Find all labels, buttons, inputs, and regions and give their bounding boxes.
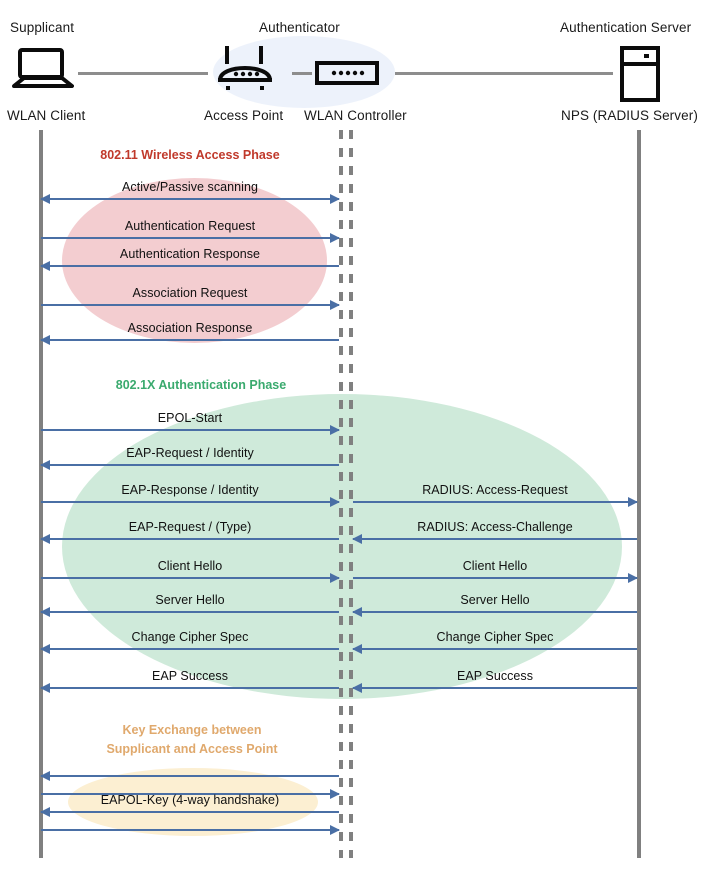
arrowhead-right-icon — [628, 497, 638, 507]
actor-role-authentication-server: Authentication Server — [560, 20, 692, 35]
link-controller-to-server — [395, 72, 613, 75]
arrowhead-left-icon — [352, 607, 362, 617]
phase-blob-key-exchange — [68, 768, 318, 836]
message-label: RADIUS: Access-Request — [422, 483, 568, 497]
arrowhead-left-icon — [40, 335, 50, 345]
arrowhead-left-icon — [40, 261, 50, 271]
message-line — [41, 687, 339, 689]
lifeline-supplicant — [39, 130, 43, 858]
message-line — [41, 339, 339, 341]
arrowhead-right-icon — [330, 573, 340, 583]
message-label: Association Response — [127, 321, 253, 335]
message-label: EAP-Request / Identity — [126, 446, 254, 460]
message-line — [41, 829, 339, 831]
message-line — [41, 793, 339, 795]
lifeline-authenticator-left — [339, 130, 343, 858]
link-ap-to-controller — [292, 72, 312, 75]
message-label: EAP-Response / Identity — [121, 483, 259, 497]
message-line — [41, 811, 339, 813]
message-line — [41, 265, 339, 267]
arrowhead-left-icon — [40, 607, 50, 617]
arrowhead-right-icon — [330, 194, 340, 204]
actor-device-wlan-client: WLAN Client — [7, 108, 86, 123]
message-label: Active/Passive scanning — [122, 180, 258, 194]
message-line — [41, 538, 339, 540]
message-line — [353, 501, 637, 503]
message-line — [41, 501, 339, 503]
arrowhead-right-icon — [330, 425, 340, 435]
message-line — [41, 304, 339, 306]
message-line — [353, 538, 637, 540]
arrowhead-right-icon — [330, 233, 340, 243]
arrowhead-left-icon — [40, 534, 50, 544]
actor-role-authenticator: Authenticator — [259, 20, 340, 35]
arrowhead-left-icon — [40, 194, 50, 204]
arrowhead-right-icon — [330, 825, 340, 835]
message-line — [353, 611, 637, 613]
message-label: RADIUS: Access-Challenge — [417, 520, 573, 534]
arrowhead-left-icon — [352, 683, 362, 693]
arrowhead-right-icon — [330, 789, 340, 799]
phase-blob-wireless-access — [62, 178, 327, 343]
message-line — [41, 237, 339, 239]
arrowhead-left-icon — [352, 644, 362, 654]
phase-caption-dot1x: 802.1X Authentication Phase — [115, 378, 287, 392]
arrowhead-left-icon — [40, 644, 50, 654]
message-line — [41, 429, 339, 431]
message-label: EAP Success — [456, 669, 534, 683]
laptop-icon — [12, 48, 74, 97]
message-line — [353, 687, 637, 689]
actor-device-nps-radius: NPS (RADIUS Server) — [561, 108, 698, 123]
message-line — [353, 577, 637, 579]
arrowhead-left-icon — [40, 683, 50, 693]
arrowhead-right-icon — [330, 300, 340, 310]
arrowhead-left-icon — [40, 807, 50, 817]
message-label: Client Hello — [157, 559, 223, 573]
message-line — [41, 464, 339, 466]
lifeline-auth-server — [637, 130, 641, 858]
link-client-to-ap — [78, 72, 208, 75]
wlan-controller-icon — [315, 60, 379, 91]
message-label: Change Cipher Spec — [131, 630, 249, 644]
message-label: EAPOL-Key (4-way handshake) — [100, 793, 280, 807]
message-line — [41, 648, 339, 650]
arrowhead-left-icon — [352, 534, 362, 544]
message-line — [41, 775, 339, 777]
arrowhead-right-icon — [628, 573, 638, 583]
message-label: EAP Success — [151, 669, 229, 683]
server-icon — [619, 46, 661, 107]
message-label: EPOL-Start — [157, 411, 223, 425]
message-label: Association Request — [132, 286, 248, 300]
arrowhead-right-icon — [330, 497, 340, 507]
message-label: Client Hello — [462, 559, 528, 573]
message-label: Server Hello — [460, 593, 530, 607]
lifeline-authenticator-right — [349, 130, 353, 858]
actor-role-supplicant: Supplicant — [10, 20, 75, 35]
message-label: Authentication Request — [124, 219, 256, 233]
message-line — [41, 611, 339, 613]
message-line — [41, 577, 339, 579]
message-label: Authentication Response — [119, 247, 261, 261]
message-label: Server Hello — [155, 593, 225, 607]
message-line — [41, 198, 339, 200]
message-label: Change Cipher Spec — [436, 630, 554, 644]
message-label: EAP-Request / (Type) — [128, 520, 252, 534]
arrowhead-left-icon — [40, 771, 50, 781]
phase-caption-key-exchange: Key Exchange between Supplicant and Acce… — [106, 723, 278, 756]
access-point-icon — [214, 44, 276, 99]
phase-caption-wireless-access: 802.11 Wireless Access Phase — [100, 148, 280, 162]
message-line — [353, 648, 637, 650]
actor-device-wlan-controller: WLAN Controller — [304, 108, 407, 123]
arrowhead-left-icon — [40, 460, 50, 470]
actor-device-access-point: Access Point — [204, 108, 284, 123]
